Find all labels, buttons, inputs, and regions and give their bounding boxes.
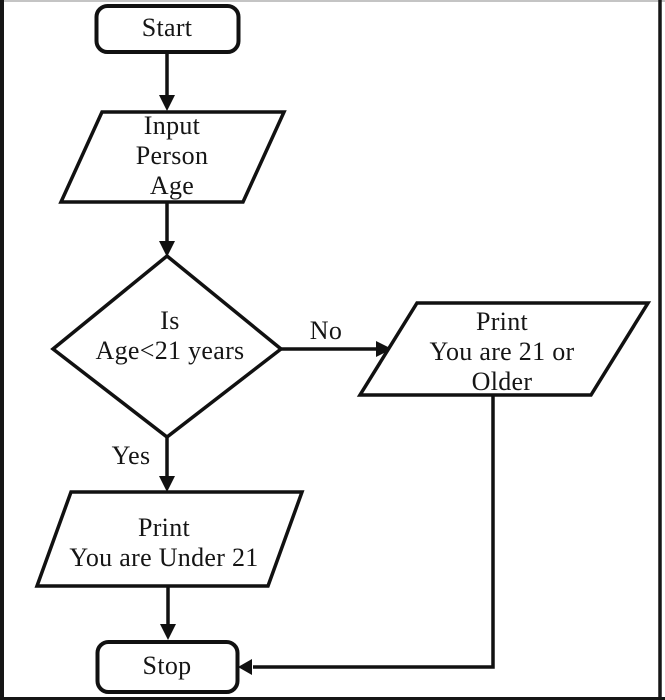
print-older-node-label: Print You are 21 or Older	[429, 307, 575, 396]
arrowhead-input-to-decision	[159, 241, 175, 257]
yes-branch-label: Yes	[111, 441, 151, 470]
no-branch-label: No	[309, 316, 343, 345]
input-age-node-shape	[58, 110, 287, 204]
arrowhead-decision-no	[376, 341, 392, 357]
print-older-node-shape	[356, 301, 652, 397]
decision-node-label: Is Age<21 years	[95, 306, 245, 365]
stop-node-label: Stop	[142, 651, 192, 680]
decision-node-shape	[50, 253, 284, 440]
arrowhead-under-to-stop	[160, 624, 176, 640]
print-under-node-shape	[34, 490, 305, 588]
print-under-node-label: Print You are Under 21	[69, 513, 259, 572]
start-node-shape	[94, 4, 241, 54]
arrowhead-decision-yes	[159, 476, 175, 492]
arrowhead-older-to-stop	[238, 659, 252, 675]
edge-older-to-stop	[253, 395, 495, 669]
arrowhead-start-to-input	[159, 95, 175, 111]
input-age-node-label: Input Person Age	[135, 111, 209, 200]
stop-node-shape	[95, 640, 240, 694]
start-node-label: Start	[141, 13, 193, 42]
